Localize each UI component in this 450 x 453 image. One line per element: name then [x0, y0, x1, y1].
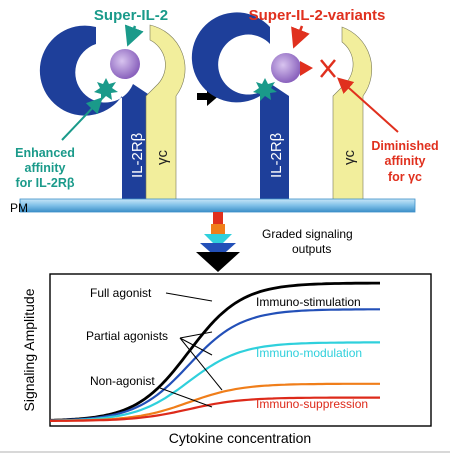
immuno-suppression-label: Immuno-suppression [256, 397, 368, 411]
graded-signaling-arrows [196, 212, 240, 272]
immuno-modulation-label: Immuno-modulation [256, 346, 362, 360]
graded-outputs-line1: Graded signaling [262, 227, 353, 241]
diminished-affinity-line1: Diminished [371, 139, 438, 153]
il2rb-receptor-right [191, 12, 289, 207]
full-agonist-label: Full agonist [90, 286, 152, 300]
right-receptor-complex: Super-IL-2-variants IL-2Rβ γc Diminished… [191, 7, 439, 207]
left-receptor-complex: Super-IL-2 IL-2Rβ γc Enhanced affinity f… [15, 7, 186, 207]
partial-agonists-label: Partial agonists [86, 329, 168, 343]
gammac-receptor-right [332, 26, 373, 207]
response-curve-2 [49, 308, 380, 422]
variant-mutation-wedge [300, 61, 313, 76]
dose-response-curves [49, 281, 380, 422]
partial-agonists-pointer-2 [179, 337, 213, 356]
non-agonist-label: Non-agonist [90, 374, 155, 388]
plot-ylabel: Signaling Amplitude [21, 288, 37, 411]
signaling-plot: Signaling Amplitude Cytokine concentrati… [21, 273, 432, 446]
il2rb-receptor-left [39, 25, 151, 207]
response-curve-3 [49, 341, 380, 422]
enhanced-affinity-line1: Enhanced [15, 146, 75, 160]
super-il2-variant-ligand [271, 53, 301, 83]
diminished-affinity-line3: for γc [388, 170, 422, 184]
full-agonist-pointer [165, 292, 213, 302]
gammac-label-left: γc [154, 150, 171, 166]
plot-xlabel: Cytokine concentration [169, 430, 311, 446]
diminished-binding-x-icon [320, 59, 336, 78]
membrane-label: PM [10, 201, 28, 215]
super-il2-ligand [110, 49, 140, 79]
left-title: Super-IL-2 [94, 7, 168, 24]
gammac-label-right: γc [341, 150, 358, 166]
immuno-stimulation-label: Immuno-stimulation [256, 295, 361, 309]
enhanced-affinity-arrow [61, 97, 103, 141]
partial-agonists-pointer-1 [179, 331, 213, 339]
enhanced-affinity-line3: for IL-2Rβ [15, 176, 74, 190]
right-title-arrow [291, 25, 310, 49]
non-agonist-pointer [159, 387, 213, 408]
il2rb-label-right: IL-2Rβ [268, 132, 285, 178]
enhanced-binding-star-right [253, 78, 277, 101]
response-curve-5 [50, 396, 380, 422]
diminished-affinity-line2: affinity [385, 154, 426, 168]
graded-outputs-line2: outputs [292, 242, 331, 256]
enhanced-affinity-line2: affinity [25, 161, 66, 175]
left-title-arrow [124, 24, 144, 47]
diminished-affinity-arrow [337, 77, 399, 133]
il2rb-label-left: IL-2Rβ [129, 132, 146, 178]
gammac-receptor-left [145, 24, 186, 207]
right-title: Super-IL-2-variants [249, 7, 386, 24]
plasma-membrane [19, 198, 416, 213]
partial-agonists-pointer-3 [179, 337, 223, 391]
enhanced-binding-star [94, 78, 118, 101]
